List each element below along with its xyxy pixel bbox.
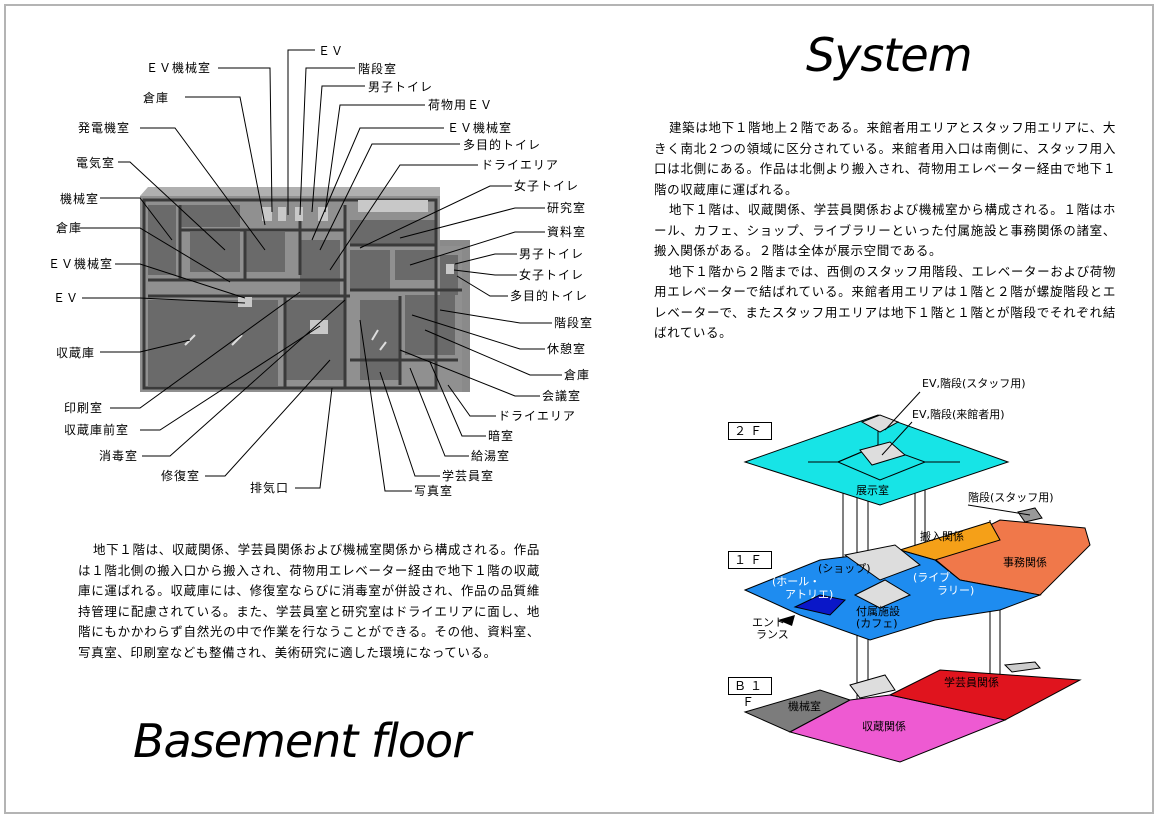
plan-label-exhaust: 排気口 — [250, 481, 290, 495]
f1-core — [843, 544, 921, 581]
diagram-label-machine: 機械室 — [788, 700, 821, 713]
diagram-label-stairs-staff: 階段(スタッフ用) — [968, 491, 1054, 504]
diagram-label-facility-2: (カフェ) — [856, 617, 898, 630]
plan-label-freight-ev: 荷物用ＥＶ — [428, 98, 494, 112]
floor-label-1f: １Ｆ — [728, 551, 772, 569]
plan-label-ev-machine-left: ＥＶ機械室 — [48, 257, 114, 271]
plan-label-storage-right: 倉庫 — [564, 368, 591, 382]
diagram-label-hall: (ホール・ — [772, 575, 821, 588]
diagram-label-atelier: アトリエ) — [785, 588, 834, 601]
diagram-label-library-2: ラリー) — [937, 584, 975, 597]
plan-label-print-room: 印刷室 — [64, 401, 104, 415]
diagram-label-library-1: (ライブ — [913, 571, 951, 584]
plan-label-electric-room: 電気室 — [76, 156, 116, 170]
diagram-label-exhibition: 展示室 — [856, 484, 889, 497]
plan-label-disinfection-room: 消毒室 — [99, 449, 139, 463]
b1f-ev-patch — [849, 674, 896, 699]
diagram-label-ev-visitor: EV,階段(来館者用) — [912, 408, 1005, 421]
f1-dark-blue — [793, 594, 847, 616]
plan-label-mens-toilet-top: 男子トイレ — [368, 80, 434, 94]
plan-label-machine-room: 機械室 — [60, 192, 100, 206]
diagram-label-curator: 学芸員関係 — [944, 676, 999, 689]
plan-label-ev-machine-top: ＥＶ機械室 — [146, 61, 212, 75]
plan-label-generator-room: 発電機室 — [78, 121, 131, 135]
basement-paragraph: 地下１階は、収蔵関係、学芸員関係および機械室関係から構成される。作品は１階北側の… — [78, 542, 540, 660]
plan-label-stairs-top: 階段室 — [358, 62, 398, 76]
plan-label-dry-area-right: ドライエリア — [498, 409, 576, 423]
floor-label-2f: ２Ｆ — [728, 422, 772, 440]
f1-core2 — [853, 579, 912, 609]
plan-label-womens-toilet-top: 女子トイレ — [514, 179, 580, 193]
plan-label-stairs-right: 階段室 — [554, 316, 594, 330]
plan-label-research-room: 研究室 — [547, 201, 587, 215]
diagram-label-storage: 収蔵関係 — [862, 720, 906, 733]
f2-ev-patch — [859, 441, 907, 466]
f2-top-patch — [860, 414, 900, 433]
plan-label-meeting-room: 会議室 — [542, 389, 582, 403]
diagram-label-facility-1: 付属施設 — [856, 605, 900, 618]
plan-label-ev-left: ＥＶ — [53, 291, 80, 305]
plan-label-multipurpose-toilet-top: 多目的トイレ — [463, 138, 542, 152]
system-title: System — [806, 28, 973, 82]
plan-label-photo-room: 写真室 — [414, 484, 454, 498]
diagram-label-entrance-2: ランス — [756, 628, 789, 641]
plan-label-multipurpose-toilet-right: 多目的トイレ — [510, 289, 589, 303]
diagram-label-shop: (ショップ) — [818, 562, 871, 575]
b1f-stair-patch — [1003, 661, 1041, 673]
plan-label-darkroom: 暗室 — [488, 429, 515, 443]
plan-label-lounge: 休憩室 — [547, 342, 587, 356]
plan-label-archive-anteroom: 収蔵庫前室 — [64, 423, 130, 437]
diagram-label-office: 事務関係 — [1003, 556, 1047, 569]
basement-title: Basement floor — [133, 714, 471, 768]
plan-label-kitchenette: 給湯室 — [471, 449, 511, 463]
diagram-label-ev-staff: EV,階段(スタッフ用) — [922, 377, 1026, 390]
plan-label-womens-toilet-right: 女子トイレ — [519, 268, 585, 282]
plan-label-restoration-room: 修復室 — [161, 469, 201, 483]
plan-label-ev-machine-top2: ＥＶ機械室 — [447, 121, 513, 135]
plan-label-reference-room: 資料室 — [547, 225, 587, 239]
system-paragraph-3: 地下１階から２階までは、西側のスタッフ用階段、エレベーターおよび荷物用エレベータ… — [654, 263, 1116, 341]
plan-label-archive: 収蔵庫 — [56, 346, 96, 360]
plan-label-curator-room: 学芸員室 — [442, 469, 495, 483]
system-paragraph-2: 地下１階は、収蔵関係、学芸員関係および機械室から構成される。１階はホール、カフェ… — [654, 202, 1116, 258]
system-paragraph-1: 建築は地下１階地上２階である。来館者用エリアとスタッフ用エリアに、大きく南北２つ… — [654, 120, 1116, 197]
basement-text: 地下１階は、収蔵関係、学芸員関係および機械室関係から構成される。作品は１階北側の… — [78, 540, 540, 663]
page-frame — [4, 4, 1154, 814]
plan-label-ev: ＥＶ — [318, 44, 345, 58]
diagram-label-entrance-1: エント — [752, 616, 785, 629]
floor-label-b1f: Ｂ１Ｆ — [728, 677, 772, 709]
plan-label-storage-left: 倉庫 — [56, 221, 83, 235]
plan-label-dry-area-top: ドライエリア — [481, 158, 559, 172]
diagram-label-loading: 搬入関係 — [920, 530, 964, 543]
system-text: 建築は地下１階地上２階である。来館者用エリアとスタッフ用エリアに、大きく南北２つ… — [654, 118, 1116, 344]
plan-label-storage-top: 倉庫 — [143, 91, 170, 105]
b1f-curator — [888, 669, 1082, 721]
plan-label-mens-toilet-right: 男子トイレ — [519, 247, 585, 261]
